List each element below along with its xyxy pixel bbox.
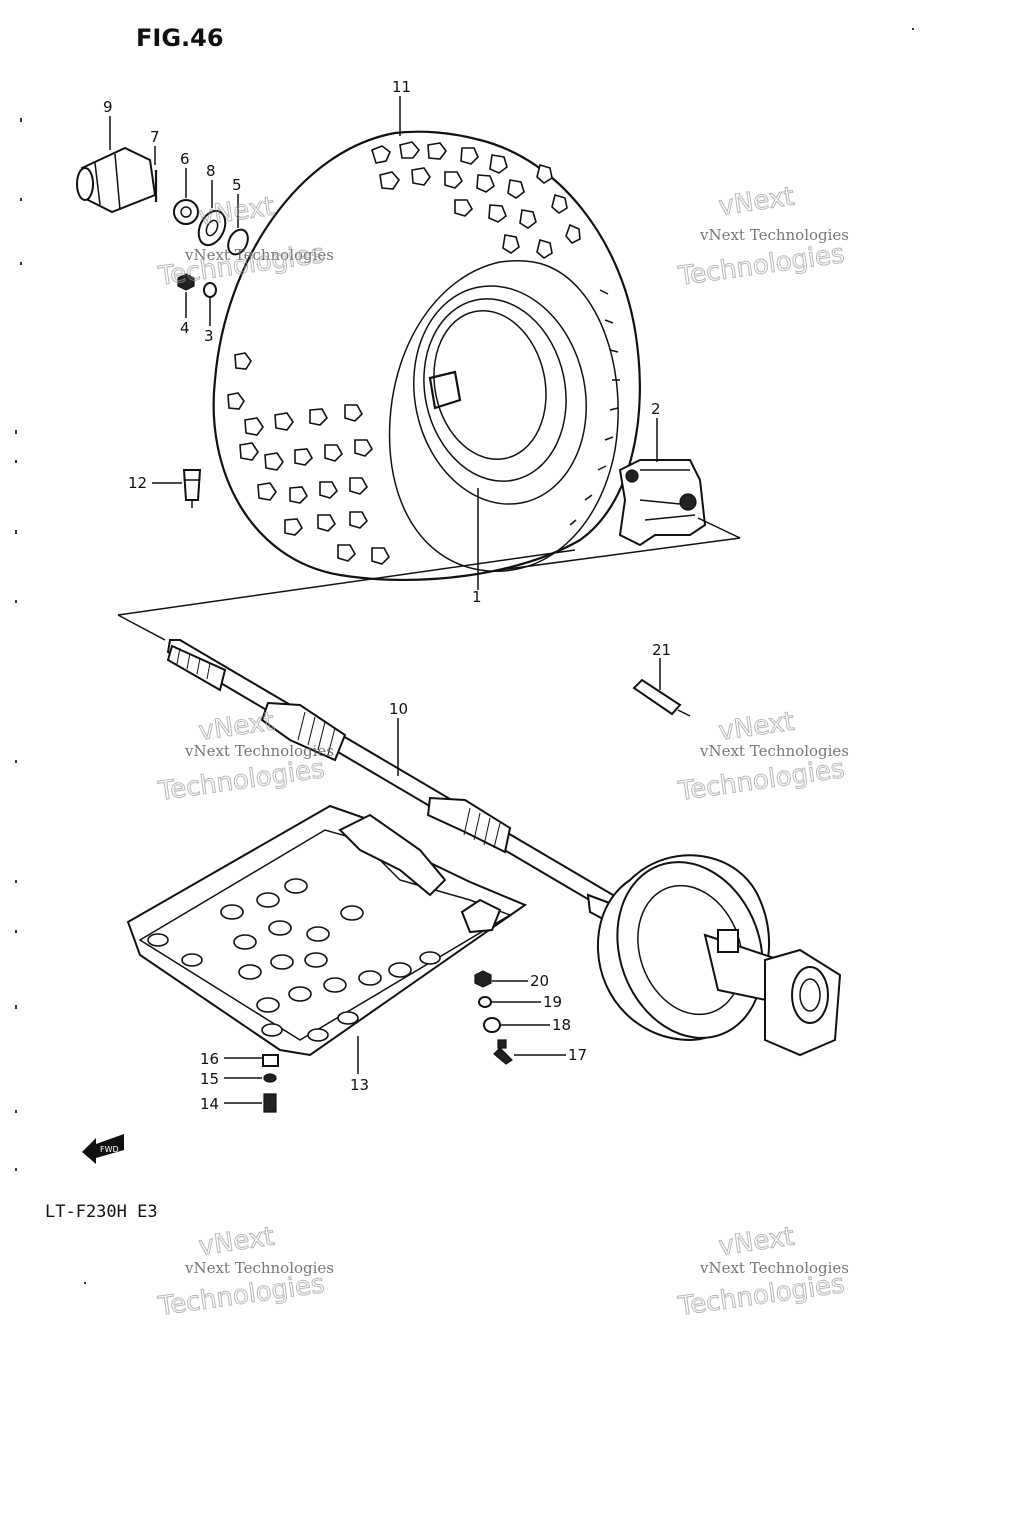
watermark-outline: vNext (717, 707, 796, 747)
watermark-text: vNext Technologies (699, 1259, 849, 1277)
part-label-9: 9 (103, 98, 113, 116)
watermark: vNext Technologies Technologies vNext vN… (155, 181, 849, 1322)
brake-drum-icon (596, 854, 842, 1057)
part-label-7: 7 (150, 128, 160, 146)
watermark-text: vNext Technologies (184, 246, 334, 264)
fwd-label: FWD (100, 1145, 119, 1154)
fastener-stack-icon (474, 970, 513, 1065)
part-label-20: 20 (530, 972, 549, 990)
watermark-outline: vNext (717, 182, 796, 222)
part-label-8: 8 (206, 162, 216, 180)
watermark-outline: vNext (197, 1222, 276, 1262)
bolt-icon (262, 1054, 279, 1113)
hub-cap-icon (76, 146, 157, 214)
part-label-18: 18 (552, 1016, 571, 1034)
part-label-5: 5 (232, 176, 242, 194)
model-code: LT-F230H E3 (45, 1202, 158, 1222)
watermark-outline: vNext (197, 192, 276, 232)
part-label-17: 17 (568, 1046, 587, 1064)
part-label-15: 15 (200, 1070, 219, 1088)
fwd-arrow-icon: FWD (82, 1134, 124, 1164)
pin-icon (632, 678, 691, 717)
watermark-outline: Technologies (676, 754, 847, 807)
skid-plate-icon (126, 804, 528, 1057)
part-label-3: 3 (204, 327, 214, 345)
part-label-11: 11 (392, 78, 411, 96)
watermark-text: vNext Technologies (184, 1259, 334, 1277)
part-label-16: 16 (200, 1050, 219, 1068)
axle-shaft-icon (166, 639, 632, 930)
part-label-10: 10 (389, 700, 408, 718)
watermark-outline: Technologies (676, 239, 847, 292)
part-label-21: 21 (652, 641, 671, 659)
watermark-text: vNext Technologies (184, 742, 334, 760)
part-label-14: 14 (200, 1095, 219, 1113)
hub-icon (618, 459, 707, 547)
part-label-6: 6 (180, 150, 190, 168)
figure-title: FIG.46 (136, 24, 224, 52)
part-label-19: 19 (543, 993, 562, 1011)
part-label-13: 13 (350, 1076, 369, 1094)
watermark-outline: vNext (717, 1222, 796, 1262)
watermark-outline: Technologies (156, 754, 327, 807)
tire-wheel-icon (212, 130, 641, 582)
watermark-text: vNext Technologies (699, 226, 849, 244)
part-label-12: 12 (128, 474, 147, 492)
valve-stem-icon (182, 469, 202, 508)
part-label-4: 4 (180, 319, 190, 337)
part-label-1: 1 (472, 588, 482, 606)
watermark-outline: vNext (197, 707, 276, 747)
part-label-2: 2 (651, 400, 661, 418)
scan-specks (15, 28, 914, 1284)
watermark-text: vNext Technologies (699, 742, 849, 760)
